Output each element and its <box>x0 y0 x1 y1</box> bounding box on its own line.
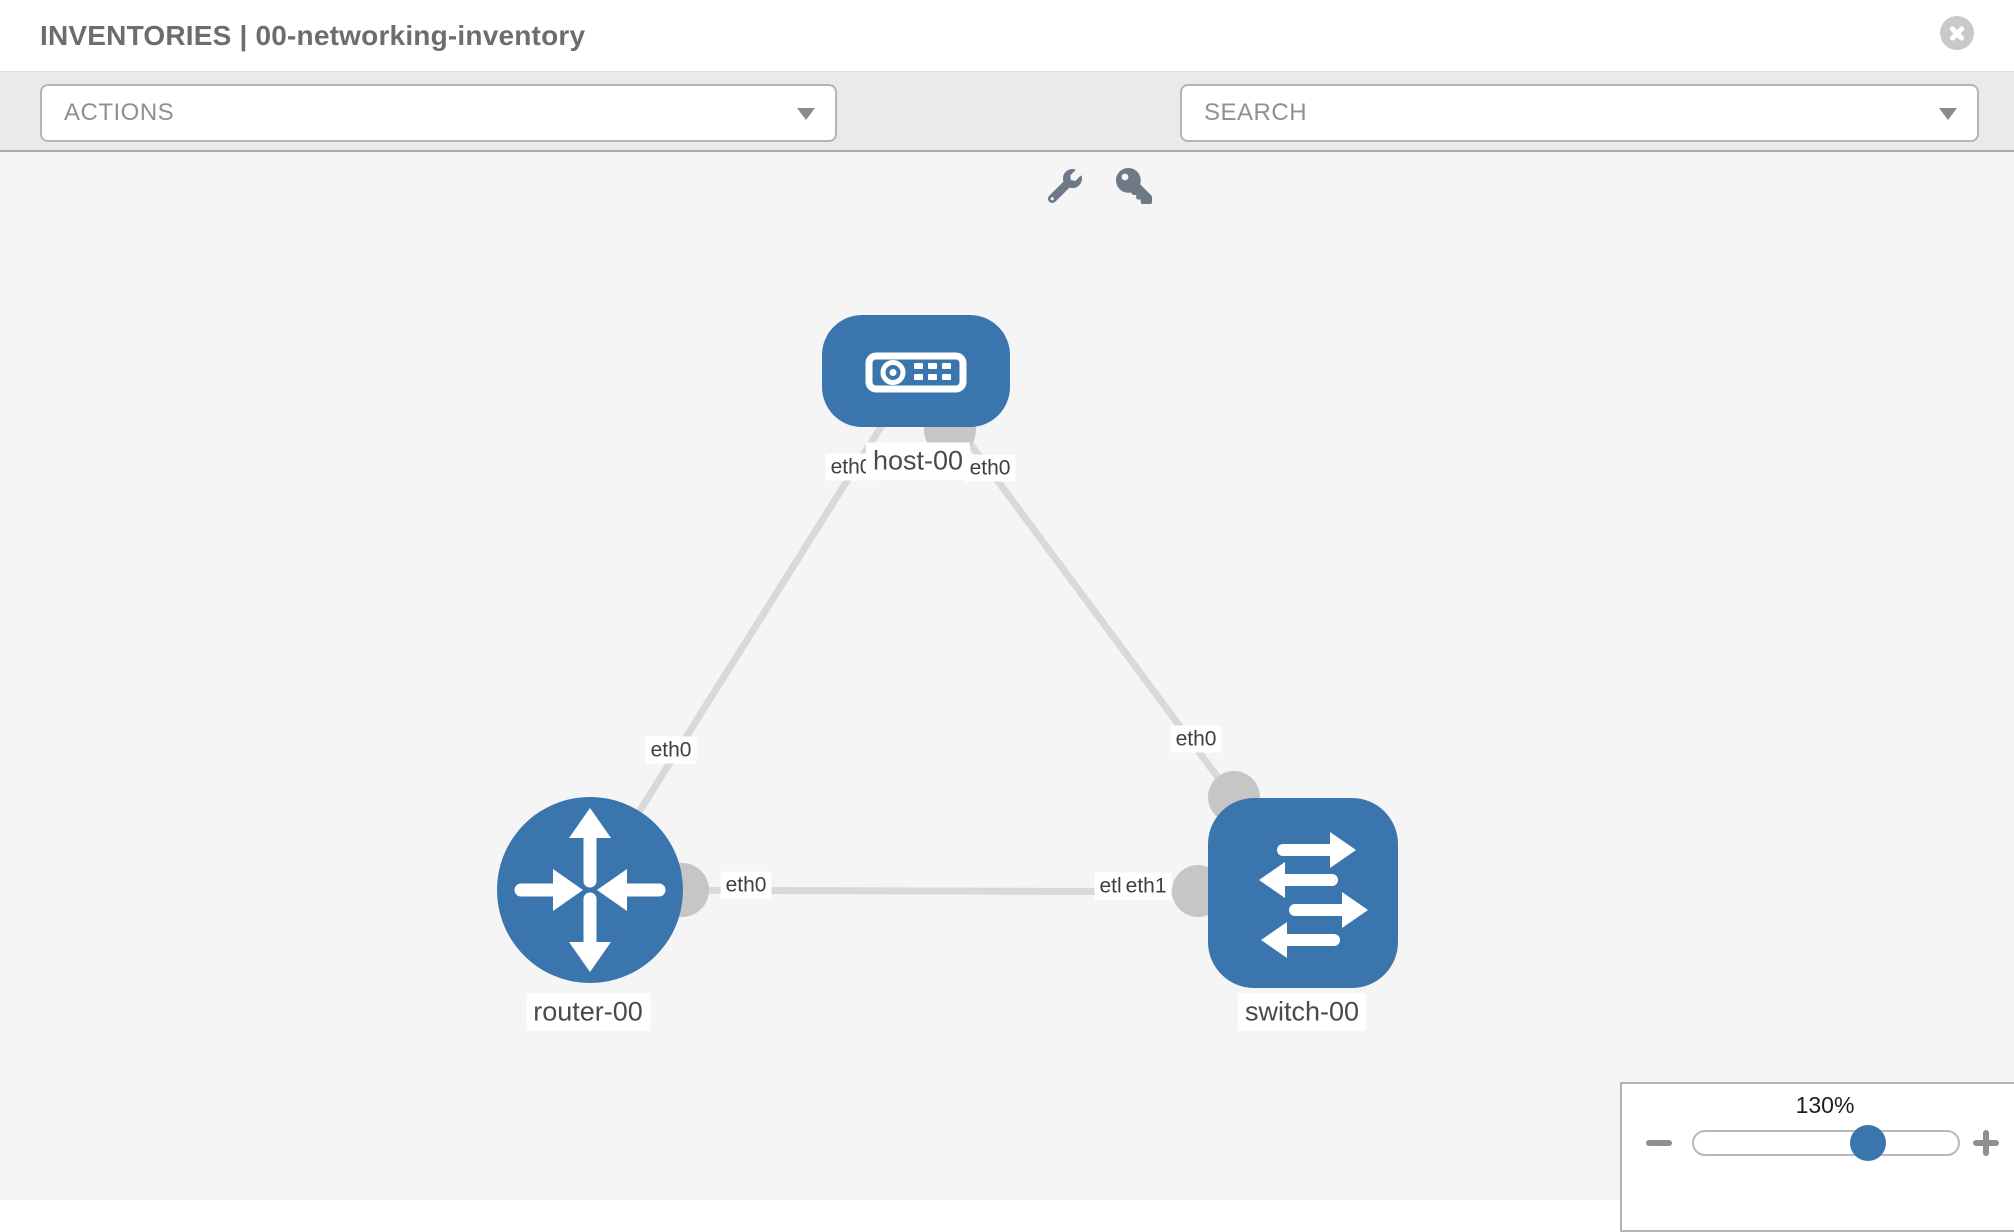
zoom-level-label: 130% <box>1795 1092 1855 1118</box>
node-label-host-00[interactable]: host-00 <box>865 442 971 480</box>
switch-node-shape <box>1208 798 1398 988</box>
actions-dropdown[interactable]: ACTIONS <box>40 84 837 142</box>
interface-label-router-eth0-link: eth0 <box>720 871 772 899</box>
chevron-down-icon <box>1939 108 1957 120</box>
node-label-switch-00[interactable]: switch-00 <box>1237 993 1367 1031</box>
switch-icon <box>1259 832 1368 958</box>
zoom-panel: 130% <box>1620 1082 2014 1232</box>
interface-label-host-eth0-right: eth0 <box>964 454 1016 482</box>
search-placeholder: SEARCH <box>1204 99 1308 126</box>
interface-label-switch-eth0-top: eth0 <box>1170 725 1222 753</box>
interface-label-clipped-fragment: etl <box>1099 874 1122 898</box>
node-host[interactable] <box>822 315 1010 427</box>
topology-ports <box>655 404 1260 917</box>
zoom-out-button[interactable] <box>1644 1130 1674 1156</box>
minus-icon <box>1646 1140 1672 1146</box>
close-button[interactable] <box>1940 16 1974 50</box>
key-icon[interactable] <box>1116 168 1152 209</box>
zoom-in-button[interactable] <box>1971 1130 2001 1156</box>
topology-scene <box>497 315 1398 988</box>
server-icon <box>865 352 967 393</box>
node-router[interactable] <box>497 797 683 983</box>
search-dropdown[interactable]: SEARCH <box>1180 84 1979 142</box>
topology-canvas[interactable] <box>0 152 2014 1200</box>
page-title: INVENTORIES | 00-networking-inventory <box>40 20 586 51</box>
wrench-icon[interactable] <box>1047 169 1082 208</box>
actions-dropdown-label: ACTIONS <box>64 99 175 126</box>
node-label-router-00[interactable]: router-00 <box>526 993 650 1031</box>
router-node-shape <box>497 797 683 983</box>
host-node-shape <box>822 315 1010 427</box>
interface-label-switch-eth1: eth1 <box>1125 874 1167 898</box>
node-switch[interactable] <box>1208 798 1398 988</box>
header: INVENTORIES | 00-networking-inventory <box>0 0 2014 72</box>
zoom-slider-track[interactable] <box>1692 1125 1960 1161</box>
toolbar: ACTIONS SEARCH <box>0 72 2014 204</box>
chevron-down-icon <box>797 108 815 120</box>
interface-label-router-eth0-up: eth0 <box>645 736 697 764</box>
router-icon <box>514 808 666 972</box>
zoom-slider-thumb[interactable] <box>1850 1125 1886 1161</box>
